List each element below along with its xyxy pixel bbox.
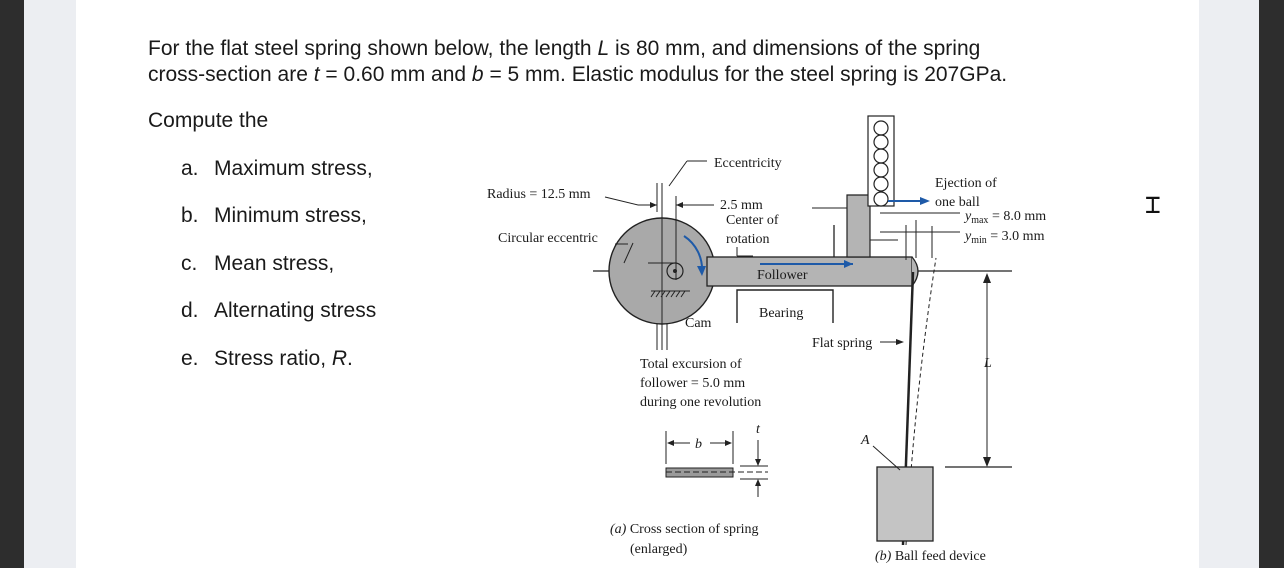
excursion-note: follower = 5.0 mm xyxy=(640,376,745,391)
ymin-subscript: min xyxy=(971,235,987,246)
ymin-label: ymin = 3.0 mm xyxy=(963,229,1045,246)
statement-text: = 0.60 mm and xyxy=(319,63,472,86)
text-cursor-icon: ⌶ xyxy=(1145,190,1161,220)
ymin-symbol: y xyxy=(963,229,972,244)
list-item: e. Stress ratio, R. xyxy=(181,347,353,371)
ymax-subscript: max xyxy=(971,215,988,226)
caption-a-text: Cross section of spring xyxy=(626,522,758,537)
ejection-label: one ball xyxy=(935,195,980,210)
eccentric-leader xyxy=(623,242,634,264)
caption-b: (b) Ball feed device xyxy=(875,549,986,564)
eccentricity-label: Eccentricity xyxy=(714,156,782,171)
excursion-note: during one revolution xyxy=(640,395,761,410)
length-arrow-bottom xyxy=(983,457,991,467)
caption-a-sub: (enlarged) xyxy=(630,542,688,557)
list-text: Minimum stress, xyxy=(214,204,367,227)
t-arrow xyxy=(755,479,761,486)
statement-text: = 5 mm. Elastic modulus for the steel sp… xyxy=(483,63,1008,86)
ball-guide xyxy=(846,194,871,258)
ejection-arrow-head xyxy=(920,197,930,205)
var-b: b xyxy=(471,63,484,86)
caption-b-text: Ball feed device xyxy=(891,549,985,564)
ball xyxy=(873,176,889,192)
ball xyxy=(873,191,889,207)
t-arrow xyxy=(755,459,761,466)
eccentricity-dimension-label: 2.5 mm xyxy=(720,198,763,213)
shaft-hatch xyxy=(650,290,686,298)
cam-label: Cam xyxy=(685,316,712,331)
statement-text: cross-section are xyxy=(148,63,314,86)
problem-statement: For the flat steel spring shown below, t… xyxy=(148,36,1088,88)
radius-leader xyxy=(604,196,639,206)
list-text: Mean stress, xyxy=(214,252,335,275)
dimension-arrow xyxy=(650,202,657,208)
eccentricity-leader xyxy=(668,160,688,187)
flat-spring-label: Flat spring xyxy=(812,336,872,351)
right-gutter xyxy=(1199,0,1259,568)
follower-bar xyxy=(706,256,913,287)
length-label: L xyxy=(983,356,992,371)
statement-text: is 80 mm, and dimensions of the spring xyxy=(609,37,981,60)
section-A-label: A xyxy=(860,433,870,448)
caption-b-tag: (b) xyxy=(875,549,892,564)
var-L: L xyxy=(597,37,610,60)
follower-motion-arrow-head xyxy=(844,260,853,268)
t-label: t xyxy=(756,422,761,437)
right-dark-border xyxy=(1259,0,1284,568)
list-marker: b. xyxy=(181,204,199,227)
bearing-outline xyxy=(736,289,834,323)
rotation-arrow-head xyxy=(697,266,706,276)
ymin-value: = 3.0 mm xyxy=(987,229,1045,244)
caption-a-tag: (a) xyxy=(610,522,627,537)
statement-text: For the flat steel spring shown below, t… xyxy=(148,37,598,60)
b-arrow xyxy=(725,440,732,446)
ymax-symbol: y xyxy=(963,209,972,224)
circular-eccentric-label: Circular eccentric xyxy=(498,231,598,246)
excursion-note: Total excursion of xyxy=(640,357,742,372)
center-of-rotation-label: Center of xyxy=(726,213,779,228)
ejection-label: Ejection of xyxy=(935,176,997,191)
list-text: Maximum stress, xyxy=(214,157,373,180)
center-of-rotation-label: rotation xyxy=(726,232,770,247)
follower-label: Follower xyxy=(757,268,808,283)
list-text: Alternating stress xyxy=(214,299,377,322)
shaft-circle xyxy=(666,262,684,280)
radius-label: Radius = 12.5 mm xyxy=(487,187,591,202)
center-of-rotation-dot xyxy=(673,269,677,273)
list-item: c. Mean stress, xyxy=(181,252,334,276)
b-arrow xyxy=(667,440,674,446)
caption-a: (a) Cross section of spring xyxy=(610,522,759,537)
length-arrow-top xyxy=(983,273,991,283)
list-marker: d. xyxy=(181,299,199,322)
left-dark-border xyxy=(0,0,24,568)
b-label: b xyxy=(695,437,702,452)
var-t: t xyxy=(313,63,320,86)
compute-heading: Compute the xyxy=(148,109,269,132)
ymax-value: = 8.0 mm xyxy=(988,209,1046,224)
list-text: Stress ratio, xyxy=(214,347,332,370)
var-R: R xyxy=(331,347,348,370)
bearing-label: Bearing xyxy=(759,306,803,321)
spring-base-block xyxy=(876,466,934,542)
list-text-end: . xyxy=(347,347,353,370)
list-item: a. Maximum stress, xyxy=(181,157,373,181)
section-A-leader xyxy=(872,445,901,471)
list-marker: e. xyxy=(181,347,199,370)
list-item: d. Alternating stress xyxy=(181,299,376,323)
list-item: b. Minimum stress, xyxy=(181,204,367,228)
ymax-label: ymax = 8.0 mm xyxy=(963,209,1046,226)
list-marker: c. xyxy=(181,252,198,275)
flat-spring-arrow xyxy=(896,339,904,345)
dimension-arrow xyxy=(676,202,683,208)
left-gutter xyxy=(24,0,76,568)
list-marker: a. xyxy=(181,157,199,180)
